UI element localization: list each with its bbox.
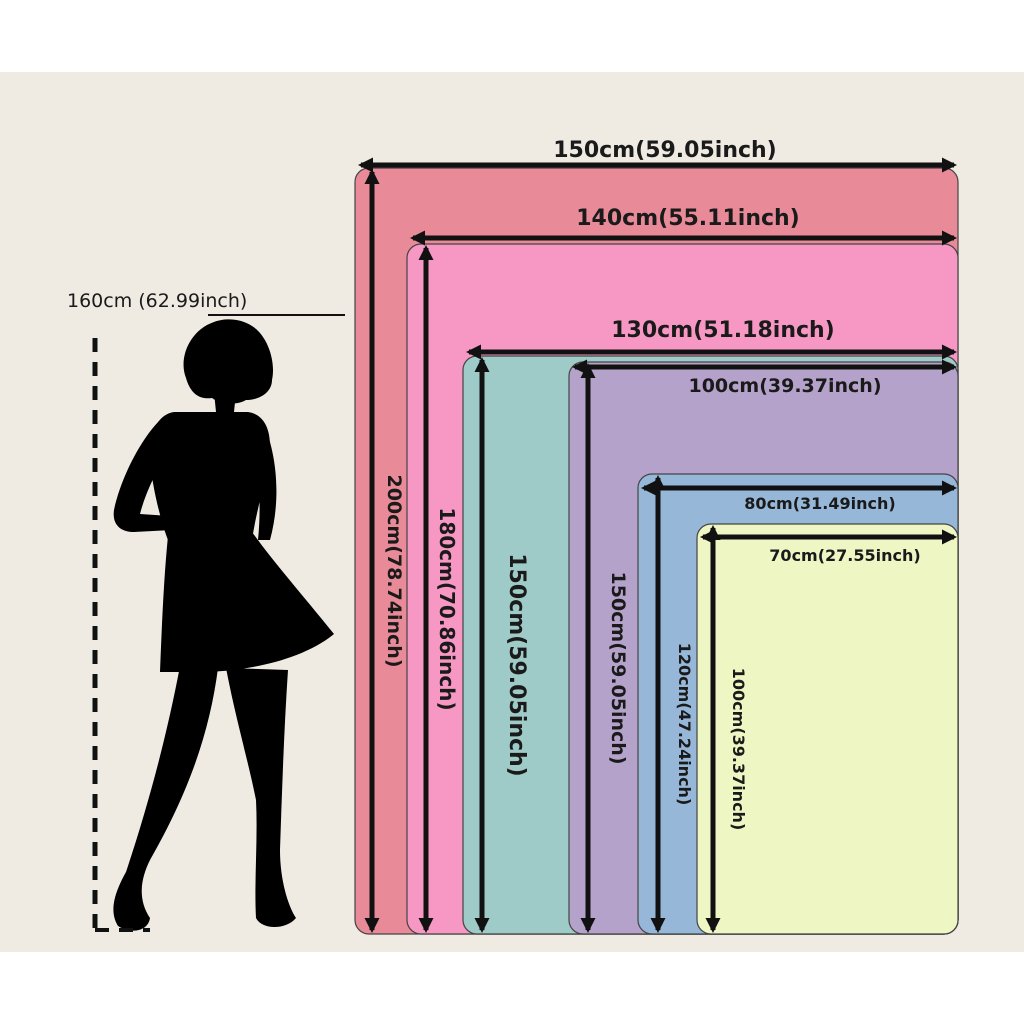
blanket-130x150-width-label: 130cm(51.18inch) xyxy=(611,318,835,343)
blanket-140x180-height-label: 180cm(70.86inch) xyxy=(435,507,459,710)
blankets-layer: 150cm(59.05inch) 200cm(78.74inch) 140cm(55… xyxy=(354,138,959,935)
person-group: 160cm (62.99inch) xyxy=(67,290,345,932)
blanket-100x150-width-label: 100cm(39.37inch) xyxy=(688,375,881,397)
blanket-70x100-rect xyxy=(696,523,959,935)
blanket-130x150-height-label: 150cm(59.05inch) xyxy=(504,553,529,777)
blanket-70x100-width-label: 70cm(27.55inch) xyxy=(769,546,920,565)
blanket-70x100-height-label: 100cm(39.37inch) xyxy=(729,668,748,831)
blanket-150x200-width-label: 150cm(59.05inch) xyxy=(553,138,777,163)
woman-silhouette-icon xyxy=(113,319,334,931)
blanket-150x200-height-label: 200cm(78.74inch) xyxy=(383,474,405,667)
blanket-80x120-width-label: 80cm(31.49inch) xyxy=(744,494,895,513)
blanket-140x180-width-label: 140cm(55.11inch) xyxy=(576,206,800,231)
person-height-label: 160cm (62.99inch) xyxy=(67,290,247,312)
blanket-70x100: 70cm(27.55inch) 100cm(39.37inch) xyxy=(696,523,959,935)
blanket-80x120-height-label: 120cm(47.24inch) xyxy=(675,643,694,806)
blanket-100x150-height-label: 150cm(59.05inch) xyxy=(607,571,629,764)
